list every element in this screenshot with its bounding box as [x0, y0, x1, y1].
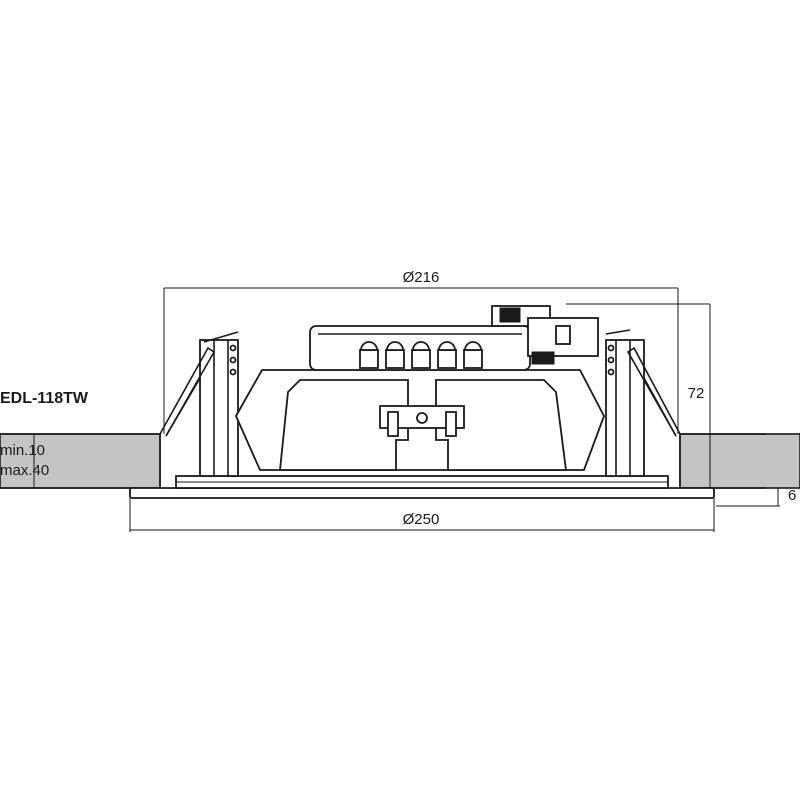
dimension-250 [129, 498, 715, 532]
ceiling-min-label: min.10 [0, 442, 45, 459]
dimension-216 [163, 287, 679, 434]
ceiling-panel-right [679, 433, 800, 489]
mounting-clamp-right [605, 329, 681, 477]
terminal-screws [359, 341, 483, 369]
dimension-6-label: 6 [788, 487, 796, 504]
center-bracket [379, 405, 465, 437]
model-label: EDL-118TW [0, 390, 89, 407]
ceiling-max-label: max.40 [0, 462, 49, 479]
terminal-block [309, 305, 599, 371]
dimension-72-label: 72 [688, 385, 705, 402]
dimension-72 [566, 303, 716, 489]
dimension-250-label: Ø250 [403, 511, 440, 528]
dimension-216-label: Ø216 [403, 269, 440, 286]
mounting-clamp-left [159, 331, 239, 477]
dimension-6 [716, 487, 780, 507]
front-flange [129, 475, 715, 499]
